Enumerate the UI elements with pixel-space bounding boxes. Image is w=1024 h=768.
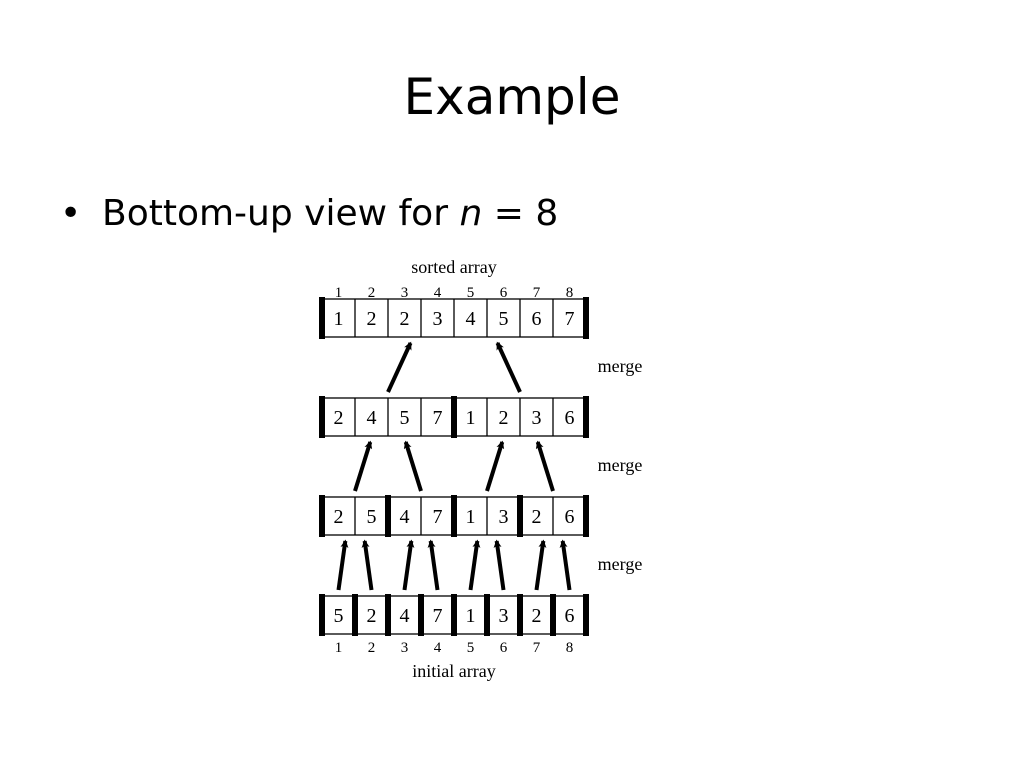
merge-arrow bbox=[403, 440, 423, 492]
group-separator bbox=[484, 594, 490, 636]
index-label-top: 8 bbox=[566, 285, 574, 301]
group-separator bbox=[418, 594, 424, 636]
array-cell-value: 3 bbox=[532, 407, 542, 429]
array-cell-value: 5 bbox=[400, 407, 410, 429]
group-separator bbox=[517, 594, 523, 636]
array-cell-value: 1 bbox=[466, 605, 476, 627]
array-cell-value: 6 bbox=[532, 308, 542, 330]
array-cell-value: 4 bbox=[367, 407, 377, 429]
merge-arrow bbox=[468, 539, 481, 591]
array-cell-value: 2 bbox=[367, 308, 377, 330]
array-cell-value: 6 bbox=[565, 605, 575, 627]
merge-arrow bbox=[495, 341, 522, 393]
group-separator bbox=[451, 594, 457, 636]
index-label-top: 7 bbox=[533, 285, 541, 301]
array-cell-value: 7 bbox=[433, 605, 443, 627]
index-label-bottom: 6 bbox=[500, 640, 508, 656]
array-cell-value: 2 bbox=[532, 605, 542, 627]
index-label-bottom: 5 bbox=[467, 640, 475, 656]
index-label-bottom: 3 bbox=[401, 640, 409, 656]
array-cell-value: 2 bbox=[400, 308, 410, 330]
group-separator bbox=[583, 495, 589, 537]
index-label-top: 4 bbox=[434, 285, 442, 301]
slide-title: Example bbox=[403, 68, 621, 126]
array-cell-value: 3 bbox=[433, 308, 443, 330]
group-separator bbox=[583, 594, 589, 636]
bullet-text: Bottom-up view for bbox=[102, 193, 460, 234]
index-label-bottom: 1 bbox=[335, 640, 343, 656]
index-label-top: 3 bbox=[401, 285, 409, 301]
group-separator bbox=[319, 495, 325, 537]
array-cell-value: 6 bbox=[565, 407, 575, 429]
group-separator bbox=[550, 594, 556, 636]
array-cell-value: 2 bbox=[334, 407, 344, 429]
merge-arrow bbox=[361, 539, 374, 591]
initial-array-label: initial array bbox=[412, 661, 495, 681]
group-separator bbox=[319, 396, 325, 438]
array-cell-value: 3 bbox=[499, 605, 509, 627]
array-cell-value: 2 bbox=[532, 506, 542, 528]
merge-label-1: merge bbox=[598, 356, 643, 376]
merge-arrow bbox=[402, 539, 415, 591]
group-separator bbox=[352, 594, 358, 636]
bullet-text-end: = 8 bbox=[482, 193, 559, 234]
array-cell-value: 5 bbox=[499, 308, 509, 330]
array-cell-value: 5 bbox=[367, 506, 377, 528]
sorted-array-label: sorted array bbox=[411, 257, 496, 277]
index-label-top: 1 bbox=[335, 285, 343, 301]
merge-arrow bbox=[485, 440, 505, 492]
merge-arrow bbox=[559, 539, 572, 591]
array-cell-value: 1 bbox=[334, 308, 344, 330]
merge-arrow bbox=[427, 539, 440, 591]
merge-arrow bbox=[353, 440, 373, 492]
bullet-marker: • bbox=[60, 193, 82, 234]
array-cell-value: 4 bbox=[466, 308, 476, 330]
bullet-variable: n bbox=[459, 193, 483, 234]
merge-label-3: merge bbox=[598, 554, 643, 574]
group-separator bbox=[319, 594, 325, 636]
group-separator bbox=[583, 396, 589, 438]
array-cell-value: 6 bbox=[565, 506, 575, 528]
array-cell-value: 2 bbox=[367, 605, 377, 627]
merge-arrow bbox=[386, 341, 413, 393]
array-cell-value: 4 bbox=[400, 605, 410, 627]
array-cell-value: 5 bbox=[334, 605, 344, 627]
index-label-top: 6 bbox=[500, 285, 508, 301]
array-cell-value: 7 bbox=[433, 506, 443, 528]
bullet-item: • Bottom-up view for n = 8 bbox=[60, 190, 558, 238]
merge-label-2: merge bbox=[598, 455, 643, 475]
array-cell-value: 1 bbox=[466, 407, 476, 429]
array-cell-value: 7 bbox=[433, 407, 443, 429]
group-separator bbox=[583, 297, 589, 339]
index-label-bottom: 2 bbox=[368, 640, 376, 656]
array-cell-value: 4 bbox=[400, 506, 410, 528]
index-label-bottom: 7 bbox=[533, 640, 541, 656]
group-separator bbox=[385, 594, 391, 636]
group-separator bbox=[517, 495, 523, 537]
merge-arrow bbox=[493, 539, 506, 591]
index-label-bottom: 8 bbox=[566, 640, 574, 656]
group-separator bbox=[385, 495, 391, 537]
index-label-top: 2 bbox=[368, 285, 376, 301]
merge-arrow bbox=[535, 440, 555, 492]
array-cell-value: 2 bbox=[334, 506, 344, 528]
index-label-bottom: 4 bbox=[434, 640, 442, 656]
array-cell-value: 3 bbox=[499, 506, 509, 528]
group-separator bbox=[451, 396, 457, 438]
array-cell-value: 1 bbox=[466, 506, 476, 528]
array-cell-value: 7 bbox=[565, 308, 575, 330]
group-separator bbox=[319, 297, 325, 339]
merge-arrow bbox=[336, 539, 349, 591]
index-label-top: 5 bbox=[467, 285, 475, 301]
merge-arrow bbox=[534, 539, 547, 591]
array-cell-value: 2 bbox=[499, 407, 509, 429]
group-separator bbox=[451, 495, 457, 537]
